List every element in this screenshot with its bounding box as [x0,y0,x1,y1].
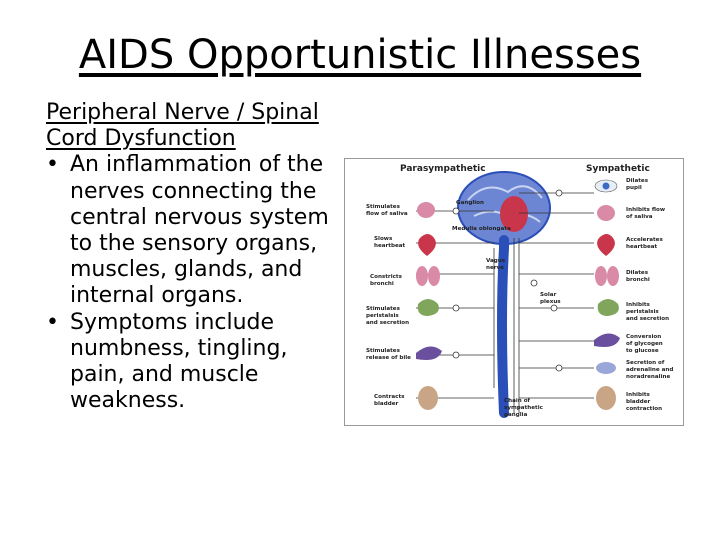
bullet-line: An inflammation of the [70,152,324,178]
slide-title: AIDS Opportunistic Illnesses [78,32,642,78]
ganglion-nodes [452,189,563,372]
bullet-line: central nervous system [70,204,329,230]
sympathetic-chain-label: Chain of [504,398,531,404]
sympathetic-chain-label: sympathetic [504,405,543,411]
autonomic-nervous-system-diagram: Parasympathetic Sympathetic [344,158,684,426]
bullet-line: pain, and muscle [70,362,259,388]
parasympathetic-header: Parasympathetic [400,164,486,174]
bladder-icon [596,386,616,410]
right-organ-label: contraction [626,406,662,412]
bullet-marker: • [46,309,59,335]
right-organ-label: noradrenaline [626,374,670,380]
sympathetic-connectors [519,192,594,399]
vagus-nerve-label: nerve [486,265,504,271]
subheading: Peripheral Nerve / Spinal Cord Dysfuncti… [46,100,346,152]
bullet-list: • An inflammation of the nerves connecti… [46,152,346,414]
right-organ-label: adrenaline and [626,367,673,373]
left-organ-label: flow of saliva [366,211,408,217]
bullet-item: • Symptoms include numbness, tingling, p… [46,310,346,415]
solar-plexus-label: Solar [540,292,557,298]
right-organ-label: to glucose [626,348,659,354]
spinal-cord [497,235,509,418]
right-organ-label: peristalsis [626,309,659,315]
subheading-line: Cord Dysfunction [46,126,236,152]
left-organ-label: Constricts [370,274,403,280]
left-organ-label: Stimulates [366,306,401,312]
lung-icon [607,266,619,286]
lung-icon [428,266,440,286]
right-organ-label: bronchi [626,277,650,283]
bullet-line: internal organs. [70,283,244,309]
heart-icon [597,234,615,256]
left-organ-label: bladder [374,401,398,407]
solar-plexus-label: plexus [540,299,561,305]
sympathetic-header: Sympathetic [586,164,650,174]
vagus-nerve-label: Vagus [486,258,506,264]
bladder-icon [418,386,438,410]
bullet-line: muscles, glands, and [70,257,303,283]
liver-icon [594,333,620,347]
right-organ-label: Accelerates [626,237,663,243]
right-organ-label: Inhibits [626,392,651,398]
bullet-line: to the sensory organs, [70,231,318,257]
right-organ-label: pupil [626,185,642,191]
sympathetic-chain-label: ganglia [504,412,528,418]
right-organ-label: of glycogen [626,341,663,347]
stomach-icon [597,299,619,316]
liver-icon [416,346,442,360]
right-organ-label: Inhibits [626,302,651,308]
bullet-line: Symptoms include [70,309,275,335]
right-organ-label: Inhibits flow [626,207,665,213]
left-organ-label: peristalsis [366,313,399,319]
salivary-gland-icon [417,202,435,218]
left-organ-label: and secretion [366,320,409,326]
brain-icon [457,171,551,245]
bullet-line: nerves connecting the [70,178,317,204]
right-organ-label: Conversion [626,334,661,340]
lung-icon [595,266,607,286]
ganglion-label: Ganglion [456,200,484,206]
right-organ-label: Dilates [626,270,649,276]
adrenal-gland-icon [596,362,616,374]
bullet-item: • An inflammation of the nerves connecti… [46,152,346,309]
right-organs [594,179,620,410]
left-organs [416,202,442,410]
sympathetic-chain [493,238,520,413]
medulla-label: Medulla oblongata [452,226,511,232]
left-organ-label: Slows [374,236,393,242]
heart-icon [418,234,436,256]
lung-icon [416,266,428,286]
right-organ-label: of saliva [626,214,653,220]
left-organ-label: Contracts [374,394,405,400]
bullet-line: weakness. [70,388,186,414]
salivary-gland-icon [597,205,615,221]
right-organ-label: and secretion [626,316,669,322]
left-organ-label: release of bile [366,355,411,361]
left-organ-label: Stimulates [366,204,401,210]
left-organ-label: Stimulates [366,348,401,354]
right-organ-label: bladder [626,399,650,405]
left-organ-label: bronchi [370,281,394,287]
bullet-line: numbness, tingling, [70,335,288,361]
left-organ-label: heartbeat [374,243,406,249]
right-organ-label: Secretion of [626,360,665,366]
stomach-icon [417,299,439,316]
right-organ-label: Dilates [626,178,649,184]
subheading-line: Peripheral Nerve / Spinal [46,100,319,125]
slide-body: Peripheral Nerve / Spinal Cord Dysfuncti… [46,100,346,414]
right-organ-label: heartbeat [626,244,658,250]
bullet-marker: • [46,152,59,178]
pupil-icon [602,182,610,190]
